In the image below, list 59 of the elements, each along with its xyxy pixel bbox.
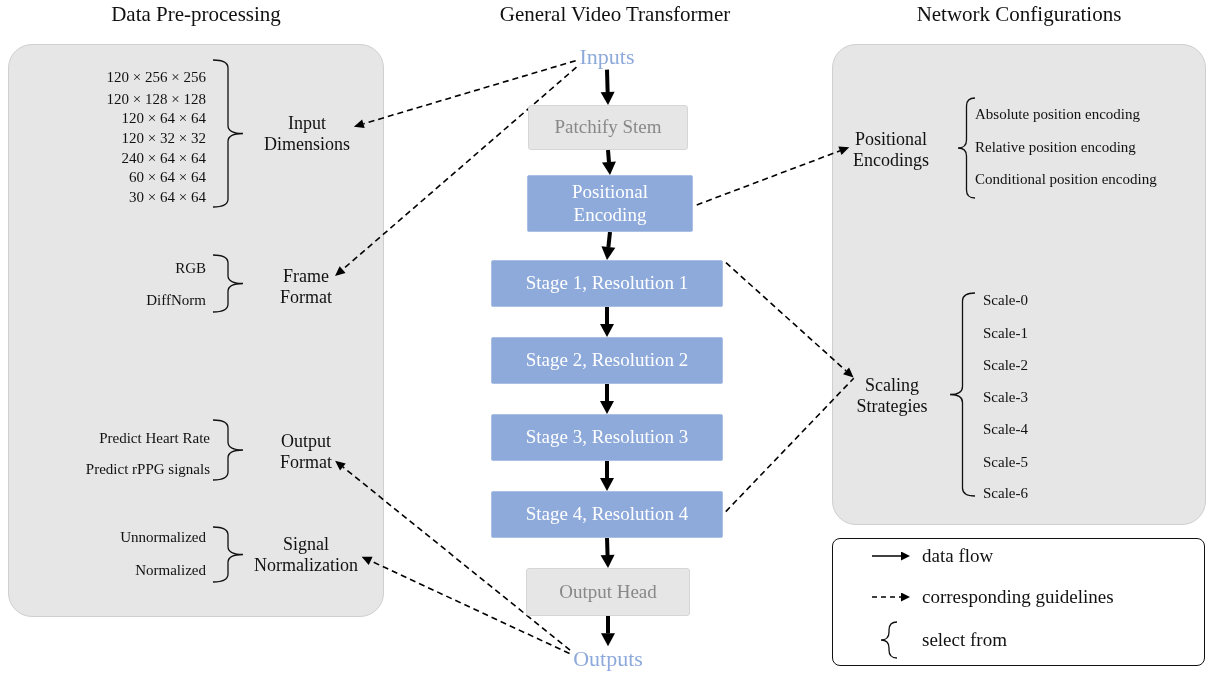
dashed-arrow: [353, 59, 577, 129]
option-label: Scale-2: [983, 356, 1028, 374]
dashed-arrow: [725, 261, 854, 378]
process-box: Stage 3, Resolution 3: [491, 414, 723, 461]
category-label: Signal Normalization: [254, 534, 358, 576]
column-heading: General Video Transformer: [499, 1, 731, 27]
option-label: 240 × 64 × 64: [121, 149, 206, 167]
arrow: [600, 384, 614, 414]
option-label: 120 × 256 × 256: [106, 68, 206, 86]
io-label: Outputs: [573, 646, 643, 672]
process-box: Output Head: [526, 568, 690, 616]
option-label: Scale-0: [983, 291, 1028, 309]
option-label: Unnormalized: [120, 528, 206, 546]
option-label: RGB: [175, 259, 206, 277]
option-label: 120 × 64 × 64: [121, 109, 206, 127]
category-label: Positional Encodings: [853, 129, 929, 171]
option-label: DiffNorm: [146, 291, 206, 309]
category-label: Scaling Strategies: [856, 375, 928, 417]
option-label: Predict Heart Rate: [99, 429, 210, 447]
option-label: Relative position encoding: [975, 138, 1136, 156]
dashed-arrow: [335, 460, 571, 651]
process-box: Stage 1, Resolution 1: [491, 260, 723, 307]
process-box: Stage 4, Resolution 4: [491, 491, 723, 538]
option-label: Scale-5: [983, 453, 1028, 471]
dashed-arrow: [695, 146, 850, 206]
panel-heading: Data Pre-processing: [111, 2, 281, 27]
process-box: Positional Encoding: [527, 175, 693, 232]
arrow: [600, 461, 614, 491]
legend-label: select from: [922, 629, 1007, 651]
arrow: [600, 69, 615, 105]
process-box: Patchify Stem: [528, 105, 688, 150]
option-label: Conditional position encoding: [975, 170, 1157, 188]
panel-heading: Network Configurations: [916, 2, 1122, 27]
arrow: [601, 231, 616, 260]
option-label: Absolute position encoding: [975, 105, 1140, 123]
arrow: [600, 307, 614, 337]
option-label: Scale-3: [983, 388, 1028, 406]
option-label: 120 × 128 × 128: [106, 90, 206, 108]
dashed-arrow: [361, 556, 571, 655]
option-label: 30 × 64 × 64: [129, 188, 206, 206]
option-label: Scale-4: [983, 420, 1028, 438]
legend-label: data flow: [922, 545, 994, 567]
arrow: [601, 616, 615, 647]
dashed-arrow: [335, 66, 578, 277]
option-label: Normalized: [135, 561, 206, 579]
category-label: Input Dimensions: [264, 113, 350, 155]
option-label: 120 × 32 × 32: [121, 129, 206, 147]
io-label: Inputs: [579, 44, 635, 70]
option-label: Scale-1: [983, 324, 1028, 342]
process-box: Stage 2, Resolution 2: [491, 337, 723, 384]
arrow: [602, 149, 616, 175]
option-label: Scale-6: [983, 484, 1028, 502]
category-label: Frame Format: [280, 266, 332, 308]
option-label: Predict rPPG signals: [85, 460, 210, 478]
option-label: 60 × 64 × 64: [129, 168, 206, 186]
legend-label: corresponding guidelines: [922, 586, 1114, 608]
arrow: [600, 537, 615, 568]
category-label: Output Format: [280, 431, 332, 473]
dashed-line: [724, 377, 855, 513]
